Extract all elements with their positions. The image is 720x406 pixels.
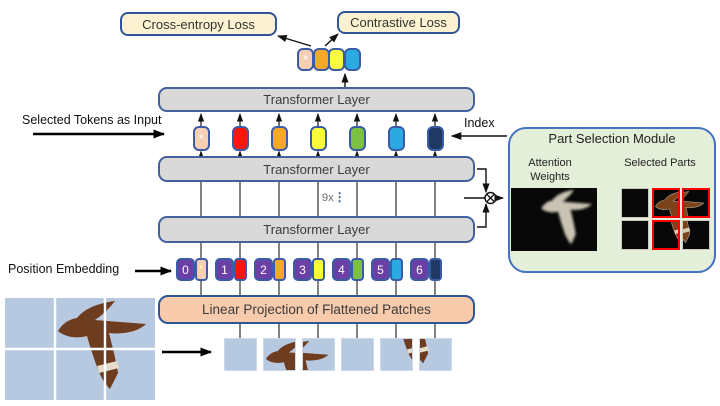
cluster-token-class: *: [297, 48, 314, 71]
position-number-6: 6: [410, 258, 429, 281]
image-patch: [223, 338, 257, 371]
cluster-token-orange: [312, 48, 330, 71]
position-token-orange: [272, 258, 286, 281]
part-cell-crop: [654, 190, 678, 216]
position-token-yellow: [311, 258, 325, 281]
linear-projection-box: Linear Projection of Flattened Patches: [158, 295, 475, 324]
part-cell-crop: [684, 190, 708, 216]
part-cell: [682, 220, 710, 250]
repeat-indicator: 9x⋮: [322, 190, 346, 204]
transformer-layer-top: Transformer Layer: [158, 87, 475, 112]
position-token-navy: [428, 258, 442, 281]
image-patch-crop: [303, 339, 334, 370]
image-patch: [340, 338, 374, 371]
position-token-green: [350, 258, 364, 281]
part-cell: [621, 188, 649, 218]
selected-part-cell: [682, 188, 710, 218]
position-token-blue: [389, 258, 403, 281]
selected-part-cell: [651, 220, 680, 250]
position-token-red: [233, 258, 247, 281]
position-number-3: 3: [293, 258, 312, 281]
sequence-token-green: [348, 126, 366, 151]
selected-part-cell: [651, 188, 680, 218]
image-patch: [418, 338, 452, 371]
cross-entropy-loss-box: Cross-entropy Loss: [120, 12, 277, 36]
attention-weights-label: Attention Weights: [528, 157, 572, 183]
part-cell-crop: [622, 221, 648, 249]
image-patch: [379, 338, 413, 371]
index-label: Index: [464, 116, 495, 130]
attention-weights-image: [511, 188, 597, 251]
image-patch: [262, 338, 296, 371]
image-patch-crop: [420, 339, 451, 370]
position-number-5: 5: [371, 258, 390, 281]
image-patch: [301, 338, 335, 371]
position-token-class: *: [194, 258, 208, 281]
position-number-4: 4: [332, 258, 351, 281]
image-patch-crop: [342, 339, 373, 370]
image-patch-crop: [264, 339, 295, 370]
part-cell-crop: [654, 222, 678, 248]
part-cell-crop: [622, 189, 648, 217]
position-number-0: 0: [176, 258, 195, 281]
contrastive-loss-box: Contrastive Loss: [337, 11, 460, 34]
sequence-token-class: *: [192, 126, 210, 151]
repeat-count-label: 9x: [322, 192, 334, 204]
cluster-token-blue: [343, 48, 361, 71]
input-bird-image: [5, 298, 155, 400]
cluster-token-yellow: [328, 48, 345, 71]
sequence-token-red: [231, 126, 249, 151]
transformer-layer-bottom: Transformer Layer: [158, 216, 475, 243]
part-cell: [621, 220, 649, 250]
position-number-2: 2: [254, 258, 273, 281]
image-patch-crop: [225, 339, 256, 370]
image-patch-crop: [381, 339, 412, 370]
part-selection-module-title: Part Selection Module: [548, 131, 676, 146]
part-cell-crop: [683, 221, 709, 249]
vertical-ellipsis-icon: ⋮: [333, 190, 346, 204]
sequence-token-orange: [270, 126, 288, 151]
position-number-1: 1: [215, 258, 234, 281]
sequence-token-navy: [426, 126, 444, 151]
position-embedding-label: Position Embedding: [8, 262, 120, 276]
selected-tokens-label: Selected Tokens as Input: [22, 113, 162, 127]
sequence-token-yellow: [309, 126, 327, 151]
selected-parts-label: Selected Parts: [624, 157, 696, 169]
transformer-layer-middle: Transformer Layer: [158, 156, 475, 182]
sequence-token-blue: [387, 126, 405, 151]
